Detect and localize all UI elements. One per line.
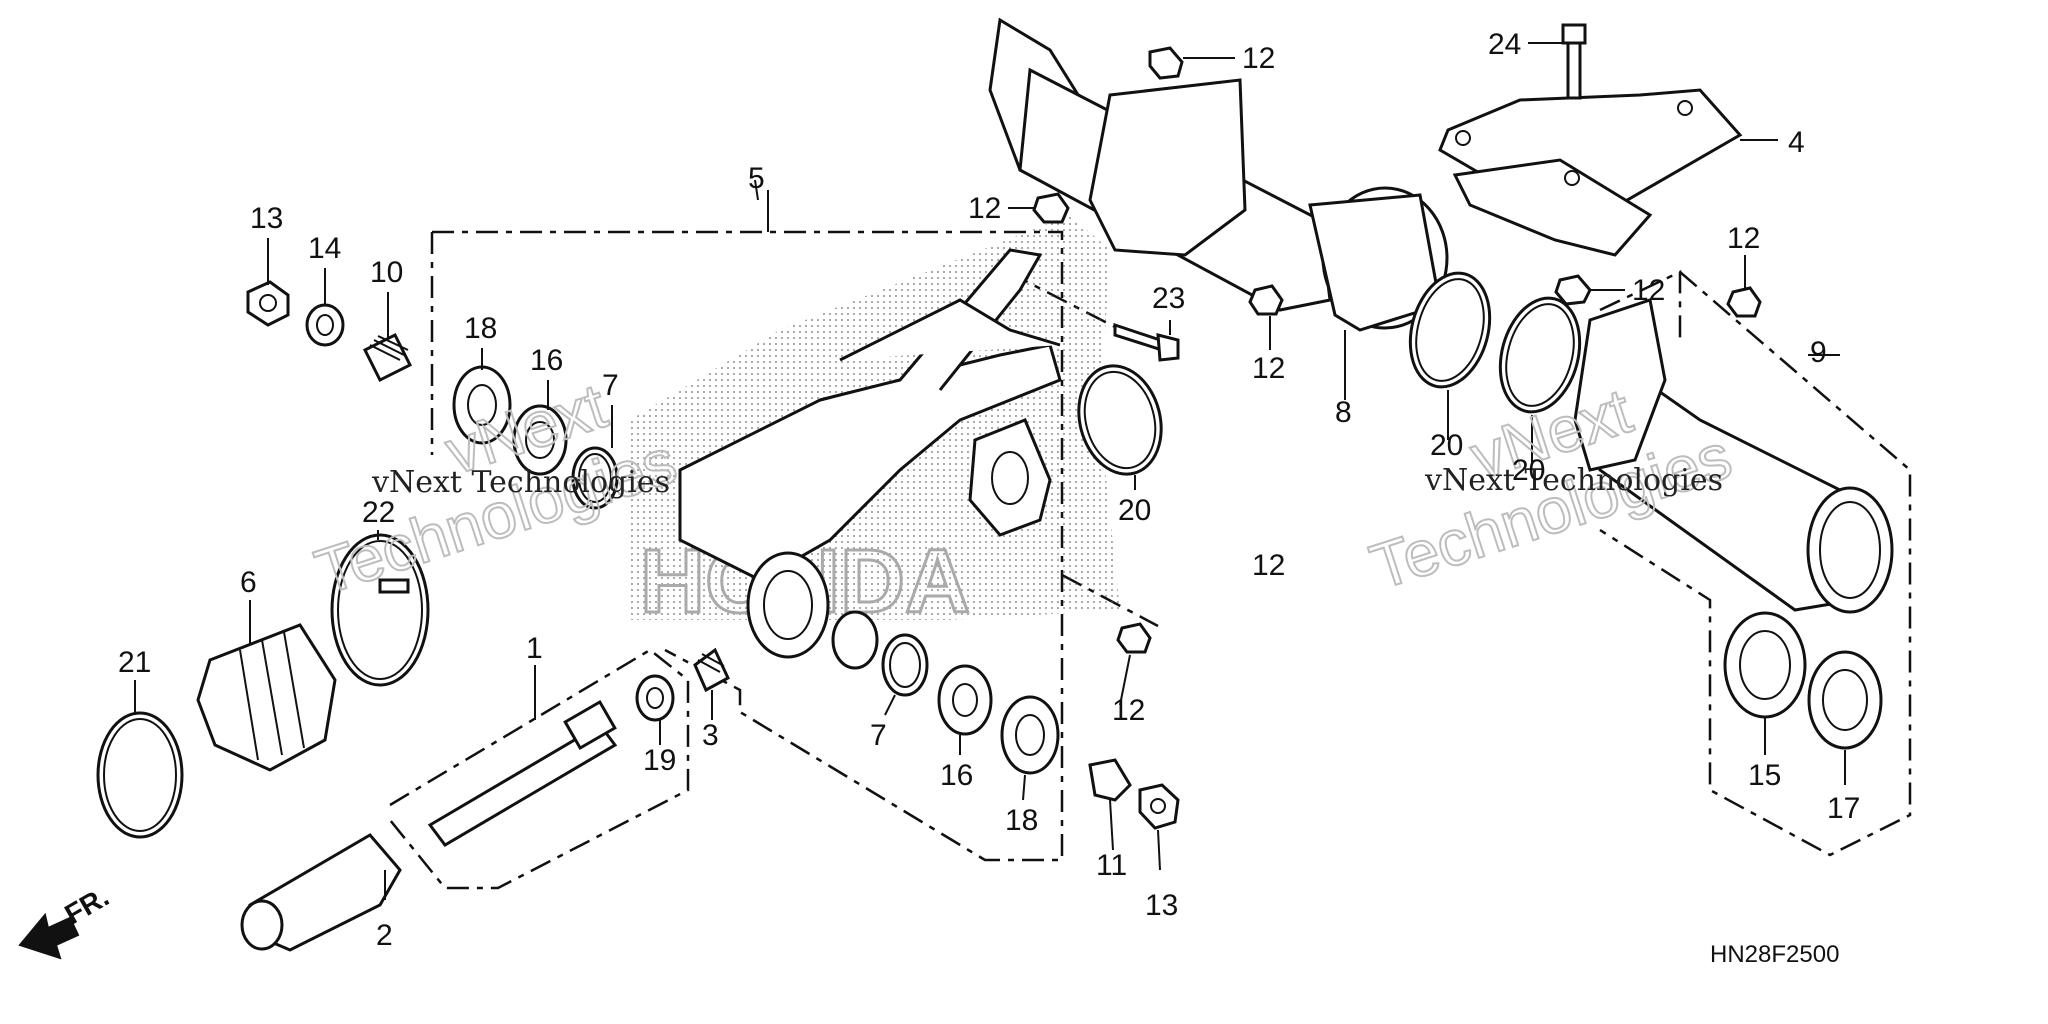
o-ring-part-20-b[interactable]: [1398, 264, 1501, 396]
callout-20-a: 20: [1118, 494, 1151, 527]
callout-12-e: 12: [1727, 222, 1760, 255]
callout-11: 11: [1096, 849, 1127, 882]
front-direction-arrow-icon: FR.: [18, 881, 114, 960]
callout-13: 13: [250, 202, 283, 235]
boot-part-6[interactable]: [196, 623, 337, 772]
nut-part-12-f[interactable]: [1116, 622, 1152, 654]
group-outline-1: [389, 648, 690, 890]
nut-part-13-top[interactable]: [246, 280, 290, 327]
callout-7: 7: [602, 369, 619, 402]
seal-part-16-top[interactable]: [512, 404, 568, 476]
watermark-left: Technologies vNext vNext Technologies: [306, 368, 686, 609]
callout-12-b: 12: [968, 192, 1001, 225]
callout-20-b: 20: [1430, 429, 1463, 462]
callout-20-c: 20: [1512, 454, 1545, 487]
svg-text:vNext Technologies: vNext Technologies: [1424, 463, 1723, 498]
callout-12-c: 12: [1252, 352, 1285, 385]
nut-part-12-e[interactable]: [1726, 286, 1762, 318]
seal-part-17[interactable]: [1807, 650, 1883, 750]
svg-text:vNext Technologies: vNext Technologies: [371, 465, 670, 500]
bearing-part-18-top[interactable]: [452, 365, 512, 445]
nut-part-12-d[interactable]: [1554, 274, 1592, 306]
callout-5: 5: [748, 162, 765, 195]
callout-15: 15: [1748, 759, 1781, 792]
leader-lines: [134, 42, 1846, 900]
o-ring-part-20-a[interactable]: [1067, 357, 1173, 484]
callout-labels: 13 14 10 18 16 7 5 22 6 21 1 19 3 2 7 16…: [118, 28, 1860, 952]
callout-12-a: 12: [1242, 42, 1275, 75]
callout-23: 23: [1152, 282, 1185, 315]
callout-7-b: 7: [870, 719, 887, 752]
washer-part-14[interactable]: [305, 303, 345, 347]
callout-17: 17: [1827, 792, 1860, 825]
joint-part-2[interactable]: [240, 833, 402, 952]
diagram-code: HN28F2500: [1710, 941, 1839, 968]
seal-part-16-bottom[interactable]: [937, 664, 993, 736]
bolt-part-23[interactable]: [1113, 322, 1180, 362]
bracket-part-4[interactable]: [1438, 88, 1743, 257]
callout-6: 6: [240, 566, 257, 599]
spring-part-3[interactable]: [693, 647, 730, 693]
callout-18-b: 18: [1005, 804, 1038, 837]
bolt-part-24[interactable]: [1561, 23, 1587, 100]
callout-2: 2: [376, 919, 393, 952]
callout-12-g: 12: [1632, 274, 1665, 307]
cover-tube-part-9[interactable]: [1573, 298, 1894, 614]
plug-part-11[interactable]: [1088, 758, 1132, 802]
nut-part-12-c[interactable]: [1248, 284, 1284, 316]
callout-18: 18: [464, 312, 497, 345]
callout-12-f: 12: [1112, 694, 1145, 727]
o-ring-part-20-c[interactable]: [1488, 289, 1591, 421]
callout-14: 14: [308, 232, 341, 265]
callout-12-d: 12: [1252, 549, 1285, 582]
callout-22: 22: [362, 496, 395, 529]
bearing-part-15[interactable]: [1723, 611, 1807, 719]
callout-8: 8: [1335, 396, 1352, 429]
axle-housing-part-8[interactable]: [988, 17, 1449, 332]
seal-part-7-bottom[interactable]: [881, 633, 929, 697]
nut-part-12-a[interactable]: [1148, 46, 1184, 80]
shaft-part-1[interactable]: [427, 699, 618, 847]
callout-1: 1: [526, 632, 543, 665]
washer-part-19[interactable]: [635, 674, 675, 722]
spring-part-10[interactable]: [362, 332, 413, 383]
callout-3: 3: [702, 719, 719, 752]
swingarm-part-5[interactable]: [678, 248, 1062, 670]
callout-10: 10: [370, 256, 403, 289]
callout-21: 21: [118, 646, 151, 679]
seal-part-7-top[interactable]: [571, 446, 619, 510]
callout-4: 4: [1788, 126, 1805, 159]
bearing-part-18-bottom[interactable]: [1000, 695, 1060, 775]
nut-part-12-b[interactable]: [1032, 192, 1070, 224]
nut-part-13-bottom[interactable]: [1138, 783, 1180, 830]
callout-13-b: 13: [1145, 889, 1178, 922]
callout-16: 16: [530, 344, 563, 377]
clamp-part-22[interactable]: [330, 533, 430, 687]
callout-24: 24: [1488, 28, 1521, 61]
callout-19: 19: [643, 744, 676, 777]
group-outline-9: [1599, 270, 1912, 857]
callout-16-b: 16: [940, 759, 973, 792]
clamp-part-21[interactable]: [96, 711, 184, 839]
callout-9: 9: [1810, 336, 1827, 369]
